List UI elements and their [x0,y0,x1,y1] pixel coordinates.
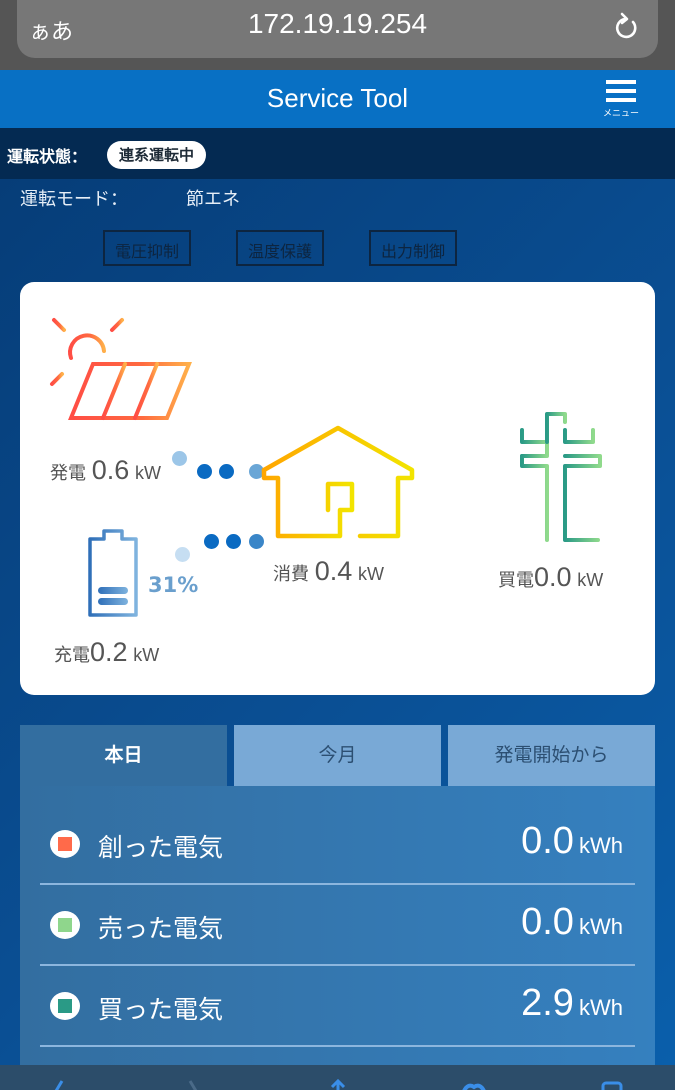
battery-label: 充電 [54,645,90,666]
summary-value: 0.0 kWh [521,901,623,944]
app-header: Service Tool メニュー [0,70,675,128]
mode-value: 節エネ [186,189,240,210]
mode-label: 運転モード： [20,189,128,210]
summary-value: 0.0 kWh [521,820,623,863]
grid-reading: 買電0.0 kW [498,562,603,593]
summary-unit: kWh [579,914,623,939]
text-size-button[interactable]: ぁあ [29,20,74,45]
consumption-label: 消費 [273,564,309,585]
summary-unit: kWh [579,995,623,1020]
summary-label: 買った電気 [98,995,224,1024]
generation-label: 発電 [50,463,86,484]
share-icon[interactable] [326,1079,350,1090]
utility-pole-icon [513,412,602,542]
consumption-value: 0.4 [314,556,353,586]
operation-status-bar: 運転状態： 連系運転中 [0,128,675,179]
summary-row-generated: 創った電気 0.0 kWh [40,804,635,885]
solar-panel-icon [40,303,192,434]
tab-today[interactable]: 本日 [20,725,227,786]
flow-dot [204,534,219,549]
url-text[interactable]: 172.19.19.254 [247,8,428,39]
forward-icon[interactable] [180,1079,204,1090]
legend-marker-icon [50,830,80,858]
summary-label: 創った電気 [98,833,224,862]
flow-dot [249,534,264,549]
browser-toolbar [0,1065,675,1090]
tab-since-start[interactable]: 発電開始から [448,725,655,786]
legend-marker-icon [50,911,80,939]
summary-number: 0.0 [521,820,574,862]
generation-reading: 発電 0.6 kW [50,455,161,486]
tab-this-month[interactable]: 今月 [234,725,441,786]
status-badge: 連系運転中 [107,141,207,169]
consumption-unit: kW [358,564,385,584]
tabs-icon[interactable] [600,1079,624,1090]
flow-dot [219,464,234,479]
battery-reading: 充電0.2 kW [54,637,159,668]
summary-row-sold: 売った電気 0.0 kWh [40,885,635,966]
summary-number: 0.0 [521,901,574,943]
back-icon[interactable] [48,1079,72,1090]
flag-temperature-protection: 温度保護 [236,230,325,266]
battery-unit: kW [133,645,160,665]
flow-dot [172,451,187,466]
generation-value: 0.6 [91,455,130,485]
app-title: Service Tool [266,83,409,113]
flow-dot [175,547,190,562]
battery-value: 0.2 [90,637,128,667]
generation-unit: kW [135,463,162,483]
status-label: 運転状態： [7,147,88,166]
grid-unit: kW [577,570,604,590]
flow-dot [249,464,264,479]
menu-label: メニュー [602,109,639,119]
grid-label: 買電 [498,570,534,591]
summary-label: 売った電気 [98,914,224,943]
bookmarks-icon[interactable] [462,1079,486,1090]
flag-voltage-suppression: 電圧抑制 [103,230,192,266]
hamburger-icon [601,80,641,102]
summary-number: 2.9 [521,982,574,1024]
menu-button[interactable]: メニュー [601,80,641,124]
summary-value: 2.9 kWh [521,982,623,1025]
house-plug-icon [261,425,415,539]
summary-unit: kWh [579,833,623,858]
summary-panel: 創った電気 0.0 kWh 売った電気 0.0 kWh 買った電気 2.9 kW… [20,786,655,1065]
summary-row-bought: 買った電気 2.9 kWh [40,966,635,1047]
battery-icon [88,529,138,617]
flag-output-control: 出力制御 [369,230,458,266]
flow-dot [197,464,212,479]
battery-percent: 31% [148,573,199,597]
address-bar[interactable]: ぁあ 172.19.19.254 [17,0,658,58]
reload-icon[interactable] [612,10,642,44]
browser-bar: ぁあ 172.19.19.254 [0,0,675,70]
flow-dot [226,534,241,549]
consumption-reading: 消費 0.4 kW [273,556,384,587]
legend-marker-icon [50,992,80,1020]
grid-value: 0.0 [534,562,572,592]
period-tabs: 本日 今月 発電開始から [20,725,655,786]
